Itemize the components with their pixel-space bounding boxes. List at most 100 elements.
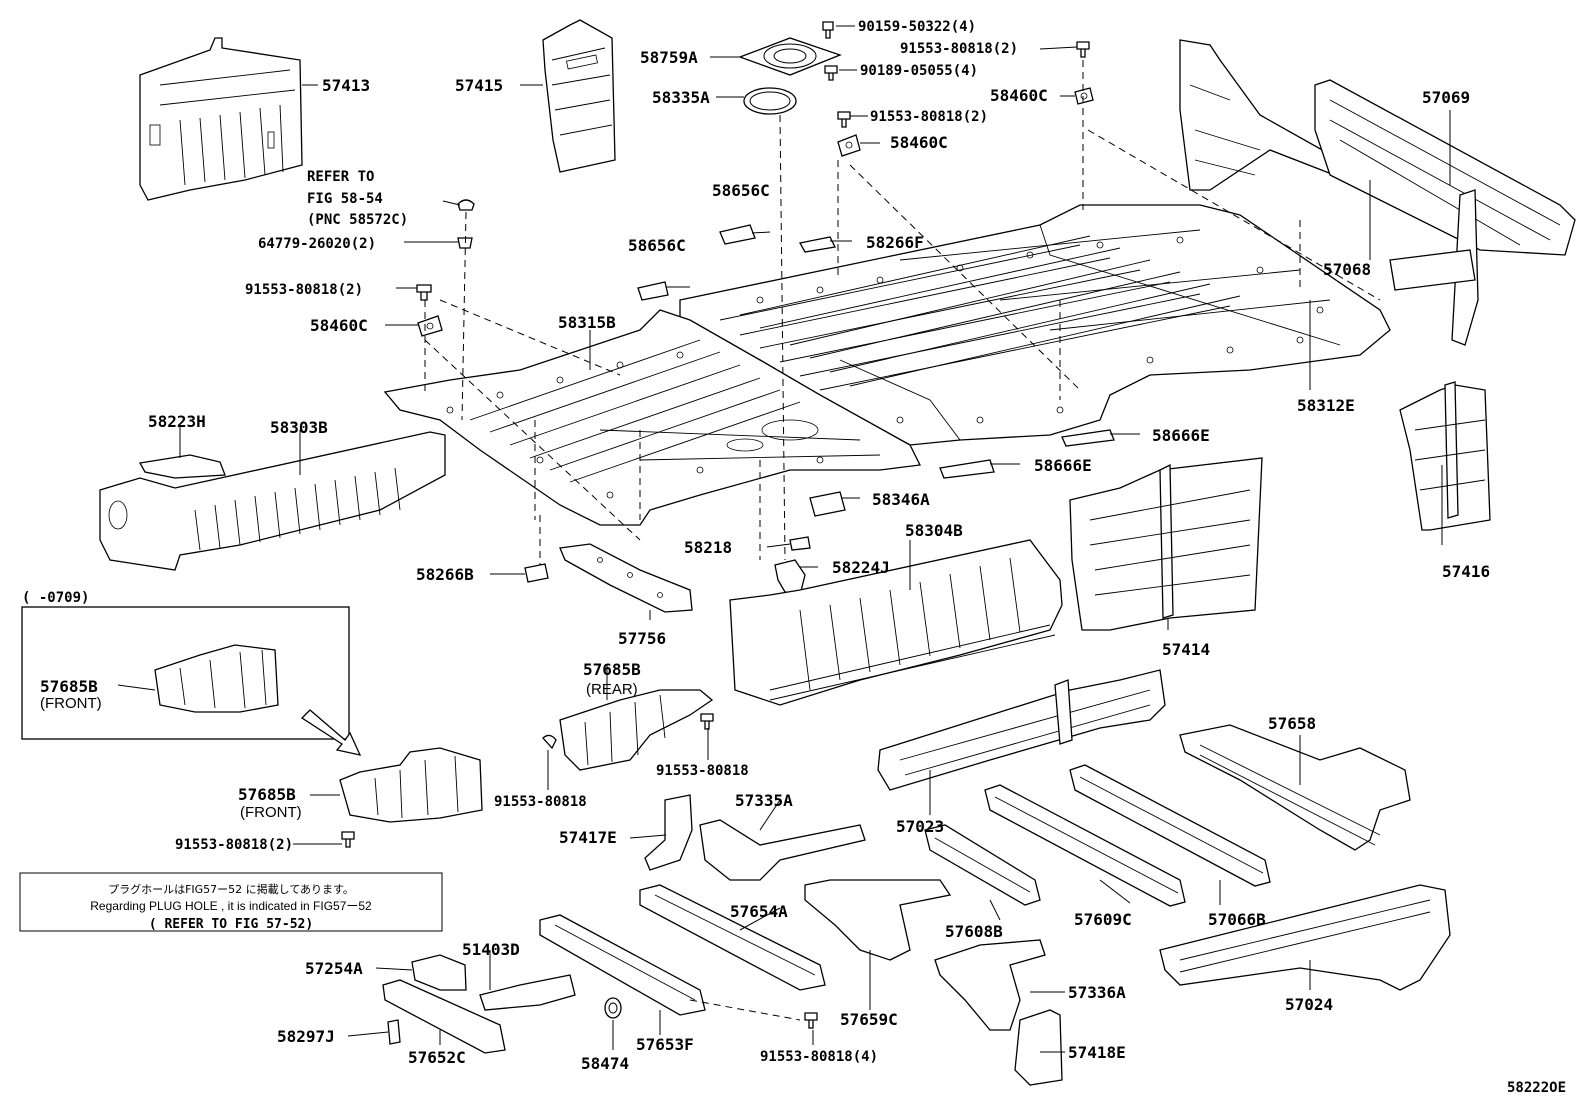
label-refer-3: (PNC 58572C)	[307, 212, 408, 228]
label-57418e: 57418E	[1068, 1043, 1126, 1062]
label-58759a: 58759A	[640, 48, 698, 67]
label-front-inset: (FRONT)	[40, 695, 102, 712]
label-57069: 57069	[1422, 88, 1470, 107]
member-57652c	[382, 979, 506, 1054]
crossmember-57024	[1159, 884, 1451, 991]
label-58223h: 58223H	[148, 412, 206, 431]
label-91553-rear-r: 91553-80818	[656, 763, 749, 779]
label-57024: 57024	[1285, 995, 1333, 1014]
label-58666e-a: 58666E	[1152, 426, 1210, 445]
bolt-91553-rear-r	[700, 713, 714, 730]
label-57653f: 57653F	[636, 1035, 694, 1054]
label-91553-mid: 91553-80818(2)	[870, 109, 988, 125]
label-64779: 64779-26020(2)	[258, 236, 376, 252]
panel-57415	[542, 19, 616, 173]
bracket-58297j	[387, 1019, 401, 1045]
member-57336a	[934, 939, 1046, 1031]
bracket-58666e-a	[1061, 429, 1115, 447]
cover-57685b-front	[339, 747, 483, 823]
side-panel-57414	[1069, 457, 1263, 631]
label-58218: 58218	[684, 538, 732, 557]
bracket-58666e-b	[939, 459, 995, 479]
bolt-91553-bottom	[804, 1012, 818, 1029]
label-58335a: 58335A	[652, 88, 710, 107]
panel-57416	[1399, 381, 1491, 531]
note-japanese: プラグホールはFIG57ー52 に掲載してあります。	[108, 882, 354, 896]
side-member-58304b	[729, 539, 1063, 706]
label-58304b: 58304B	[905, 521, 963, 540]
member-51403d	[479, 974, 576, 1011]
bracket-58218	[789, 536, 811, 551]
label-58224j: 58224J	[832, 558, 890, 577]
label-58312e: 58312E	[1297, 396, 1355, 415]
bracket-58656c-b	[637, 281, 669, 301]
label-58297j: 58297J	[277, 1027, 335, 1046]
label-57756: 57756	[618, 629, 666, 648]
crossmember-57066b	[1069, 764, 1271, 887]
bolt-91553-mid	[837, 111, 851, 128]
bolt-91553-rear-l	[542, 734, 557, 750]
plate-57756	[559, 543, 693, 613]
label-58303b: 58303B	[270, 418, 328, 437]
bracket-58266b	[524, 563, 549, 583]
label-91553-left: 91553-80818(2)	[245, 282, 363, 298]
front-floor-pan-58315b	[383, 309, 921, 526]
member-57418e	[1014, 1009, 1063, 1086]
note-english: Regarding PLUG HOLE , it is indicated in…	[90, 899, 372, 913]
inset-box	[21, 606, 350, 740]
label-57068: 57068	[1323, 260, 1371, 279]
label-57685b-rear: 57685B	[583, 660, 641, 679]
label-58460c-left: 58460C	[310, 316, 368, 335]
part-labels: 57413 57415 58759A 58335A 90159-50322(4)…	[22, 19, 1566, 1096]
ring-58335a	[743, 87, 797, 115]
plate-58759a	[738, 37, 842, 76]
bolt-91553-top	[1076, 41, 1090, 58]
label-58460c-top: 58460C	[990, 86, 1048, 105]
label-rear: (REAR)	[586, 681, 638, 698]
crossmember-57609c	[984, 784, 1186, 907]
label-58460c-mid: 58460C	[890, 133, 948, 152]
figure-code: 58222OE	[1507, 1080, 1566, 1096]
label-58656c-a: 58656C	[712, 181, 770, 200]
bolt-91553-front	[341, 831, 355, 848]
label-58666e-b: 58666E	[1034, 456, 1092, 475]
clip-64779	[457, 199, 475, 249]
label-57414: 57414	[1162, 640, 1210, 659]
label-58346a: 58346A	[872, 490, 930, 509]
label-51403d: 51403D	[462, 940, 520, 959]
label-inset-range: ( -0709)	[22, 590, 89, 606]
member-57653f	[539, 914, 706, 1016]
label-57658: 57658	[1268, 714, 1316, 733]
bracket-57335a	[699, 819, 866, 881]
label-90159: 90159-50322(4)	[858, 19, 976, 35]
pointer-arrow	[300, 709, 362, 756]
label-57685b-inset: 57685B	[40, 677, 98, 696]
label-57654a: 57654A	[730, 902, 788, 921]
bracket-58460c-top	[1074, 87, 1094, 105]
label-57685b-front: 57685B	[238, 785, 296, 804]
grommet-58474	[604, 997, 622, 1019]
label-57336a: 57336A	[1068, 983, 1126, 1002]
label-front: (FRONT)	[240, 804, 302, 821]
bolt-90159	[822, 21, 834, 39]
note-refer: ( REFER TO FIG 57-52)	[149, 917, 313, 932]
crossmember-57658	[1179, 724, 1411, 851]
label-57417e: 57417E	[559, 828, 617, 847]
label-57652c: 57652C	[408, 1048, 466, 1067]
label-57608b: 57608B	[945, 922, 1003, 941]
label-57413: 57413	[322, 76, 370, 95]
bracket-58266f	[798, 236, 836, 253]
bolt-91553-left	[416, 284, 432, 301]
crossmember-57608b	[924, 824, 1041, 906]
bolt-90189	[824, 65, 838, 81]
label-refer-2: FIG 58-54	[307, 191, 383, 207]
member-57417e	[644, 794, 693, 871]
member-57659c	[804, 879, 952, 961]
label-57335a: 57335A	[735, 791, 793, 810]
crossmember-57023	[877, 669, 1166, 791]
label-91553-bottom: 91553-80818(4)	[760, 1049, 878, 1065]
bracket-58223h	[138, 454, 226, 479]
label-57609c: 57609C	[1074, 910, 1132, 929]
label-refer-1: REFER TO	[307, 169, 374, 185]
